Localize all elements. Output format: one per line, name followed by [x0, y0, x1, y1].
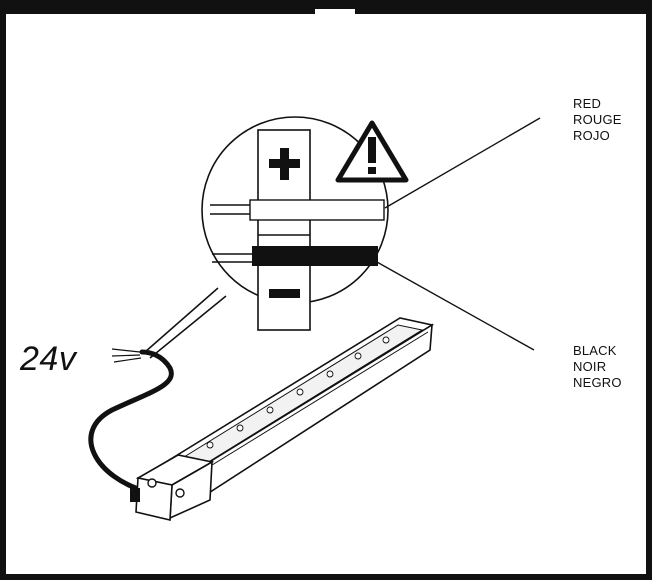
- magnifier-leader-a: [144, 287, 219, 353]
- red-label-es: ROJO: [573, 128, 610, 143]
- top-bar-gap: [315, 9, 355, 15]
- red-label-en: RED: [573, 96, 602, 111]
- minus-sign-icon: [269, 289, 300, 298]
- black-label-fr: NOIR: [573, 359, 607, 374]
- magnifier-leader-b: [149, 295, 227, 359]
- plus-sign-icon: [269, 148, 300, 180]
- black-leader-line: [367, 256, 535, 351]
- red-label: RED ROUGE ROJO: [573, 96, 622, 144]
- warning-triangle-icon: [335, 120, 409, 183]
- black-wire: [212, 246, 378, 266]
- voltage-label: 24v: [20, 340, 77, 378]
- led-light-bar: [130, 317, 435, 521]
- red-wire: [210, 199, 385, 221]
- black-label-en: BLACK: [573, 343, 617, 358]
- red-leader-line: [384, 117, 541, 209]
- black-label-es: NEGRO: [573, 375, 622, 390]
- power-cable: [88, 348, 174, 495]
- black-label: BLACK NOIR NEGRO: [573, 343, 622, 391]
- red-label-fr: ROUGE: [573, 112, 622, 127]
